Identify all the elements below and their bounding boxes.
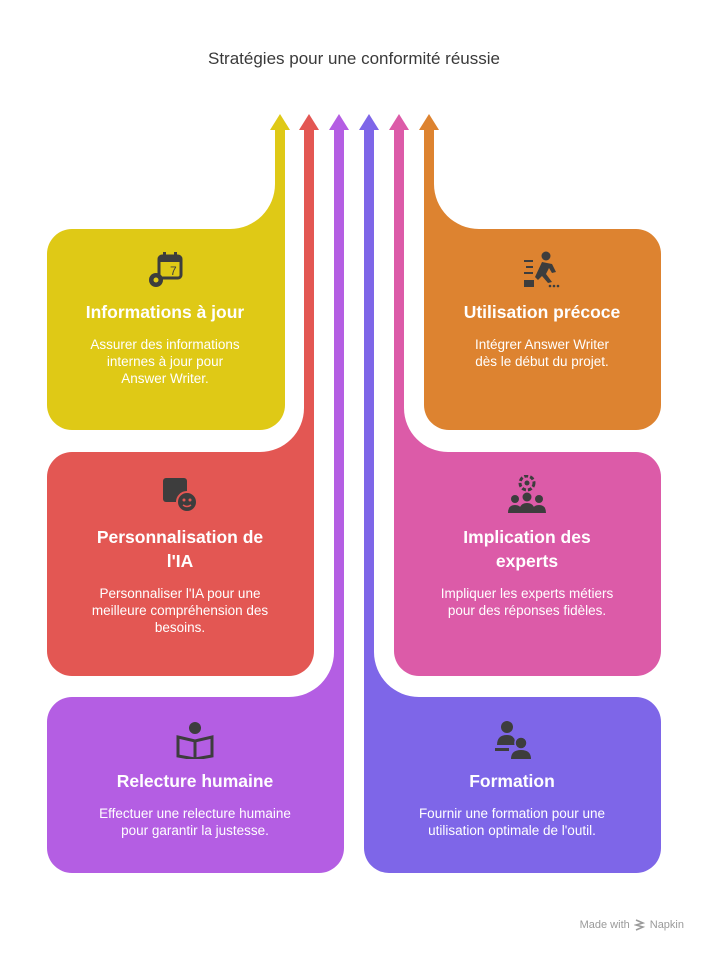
card-implication-experts: Implication des experts Impliquer les ex… bbox=[407, 475, 647, 619]
card-description: Assurer des informations internes à jour… bbox=[90, 337, 240, 386]
card-informations-a-jour: 7 Informations à jour Assurer des inform… bbox=[55, 250, 275, 387]
made-with-label: Made with bbox=[579, 919, 630, 931]
card-relecture-humaine: Relecture humaine Effectuer une relectur… bbox=[60, 719, 330, 839]
card-title: Relecture humaine bbox=[116, 771, 274, 791]
footer-attribution[interactable]: Made with Napkin bbox=[580, 919, 684, 931]
shape-utilisation-precoce bbox=[424, 130, 661, 430]
puzzle-face-icon bbox=[163, 478, 198, 513]
card-description: Personnaliser l'IA pour une meilleure co… bbox=[91, 586, 269, 635]
runner-start-icon bbox=[524, 251, 560, 288]
card-title: Personnalisation de l'IA bbox=[96, 527, 264, 571]
shape-implication-experts bbox=[394, 130, 661, 676]
shape-informations-a-jour bbox=[47, 130, 285, 430]
arrowhead-pink bbox=[389, 114, 409, 130]
card-title: Utilisation précoce bbox=[463, 302, 621, 322]
card-description: Impliquer les experts métiers pour des r… bbox=[440, 586, 614, 618]
card-utilisation-precoce: Utilisation précoce Intégrer Answer Writ… bbox=[437, 250, 647, 370]
arrowhead-purple bbox=[329, 114, 349, 130]
calendar-gear-icon: 7 bbox=[149, 252, 183, 287]
svg-text:7: 7 bbox=[170, 264, 177, 278]
card-title: Formation bbox=[469, 771, 555, 791]
diagram-title: Stratégies pour une conformité réussie bbox=[208, 49, 500, 68]
napkin-logo-icon bbox=[633, 919, 645, 931]
expert-team-icon bbox=[508, 475, 546, 513]
napkin-brand: Napkin bbox=[649, 919, 684, 931]
card-description: Intégrer Answer Writer dès le début du p… bbox=[474, 337, 610, 369]
card-title: Informations à jour bbox=[85, 302, 245, 322]
card-title: Implication des experts bbox=[463, 527, 591, 571]
shape-formation bbox=[364, 130, 661, 873]
arrowhead-red bbox=[299, 114, 319, 130]
card-formation: Formation Fournir une formation pour une… bbox=[377, 719, 647, 839]
arrowhead-orange bbox=[419, 114, 439, 130]
card-personnalisation-ia: Personnalisation de l'IA Personnaliser l… bbox=[60, 475, 300, 636]
card-description: Effectuer une relecture humaine pour gar… bbox=[99, 806, 291, 838]
reader-book-icon bbox=[176, 722, 214, 759]
teacher-student-icon bbox=[495, 721, 531, 759]
arrowhead-blue bbox=[359, 114, 379, 130]
shape-personnalisation-ia bbox=[47, 130, 314, 676]
arrowhead-yellow bbox=[270, 114, 290, 130]
card-description: Fournir une formation pour une utilisati… bbox=[418, 806, 606, 838]
